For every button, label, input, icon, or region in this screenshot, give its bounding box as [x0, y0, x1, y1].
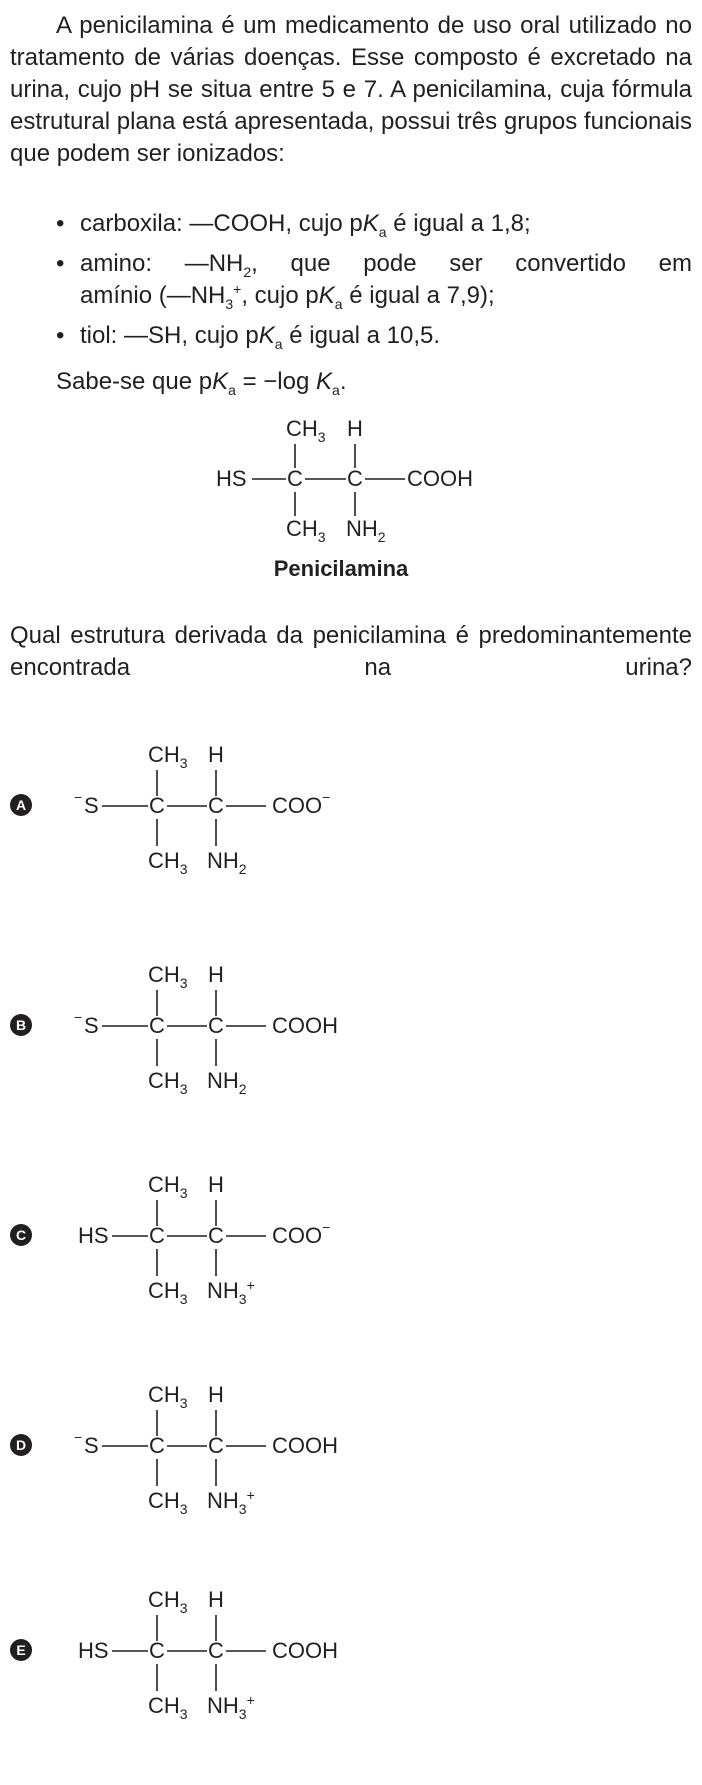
top-hydrogen: H — [208, 742, 224, 767]
carbon-1: C — [149, 1223, 165, 1248]
bottom-methyl: CH3 — [286, 516, 326, 545]
top-methyl: CH3 — [148, 1382, 188, 1411]
list-item-amino: • amino: —NH2, que pode ser convertido e… — [56, 250, 692, 312]
option-letter: C — [16, 1227, 26, 1243]
bullet-icon: • — [56, 250, 65, 277]
amino-group: NH3+ — [207, 1487, 255, 1517]
amino-group: NH3+ — [207, 1277, 255, 1307]
intro-text: A penicilamina é um medicamento de uso o… — [10, 12, 692, 167]
top-hydrogen: H — [208, 1172, 224, 1197]
bottom-methyl: CH3 — [148, 1068, 188, 1097]
thiol-group: HS — [216, 466, 247, 491]
option-letter: A — [16, 797, 26, 813]
thiol-group: S — [84, 1013, 99, 1038]
option-letter: D — [16, 1437, 26, 1453]
top-methyl: CH3 — [148, 1172, 188, 1201]
top-methyl: CH3 — [286, 416, 326, 445]
list-item-carboxyl: • carboxila: —COOH, cujo pKa é igual a 1… — [56, 210, 531, 240]
top-methyl: CH3 — [148, 962, 188, 991]
carboxyl-group: COOH — [272, 1638, 338, 1663]
carbon-1: C — [149, 1013, 165, 1038]
amino-line-1: amino: —NH2, que pode ser convertido em — [80, 250, 692, 280]
bottom-methyl: CH3 — [148, 1278, 188, 1307]
carbon-2: C — [208, 1638, 224, 1663]
carbon-2: C — [208, 1433, 224, 1458]
list-item-thiol: • tiol: —SH, cujo pKa é igual a 10,5. — [56, 322, 440, 352]
thiolate-charge: − — [74, 1009, 82, 1025]
carbon-1: C — [287, 466, 303, 491]
thiolate-charge: − — [74, 789, 82, 805]
option-letter-badge[interactable] — [10, 1434, 32, 1456]
structure-caption: Penicilamina — [274, 556, 409, 581]
intro-paragraph: A penicilamina é um medicamento de uso o… — [10, 10, 692, 170]
carbon-1: C — [149, 793, 165, 818]
top-hydrogen: H — [208, 1382, 224, 1407]
option-letter-badge[interactable] — [10, 1014, 32, 1036]
question-line: Qual estrutura derivada da penicilamina … — [10, 622, 692, 681]
option-letter: B — [16, 1017, 26, 1033]
carboxyl-group: COOH — [272, 1013, 338, 1038]
carboxyl-group: COO− — [272, 789, 330, 818]
carbon-1: C — [149, 1433, 165, 1458]
top-hydrogen: H — [347, 416, 363, 441]
amino-group: NH2 — [207, 848, 247, 877]
thiol-group: HS — [78, 1638, 109, 1663]
option-letter-badge[interactable] — [10, 794, 32, 816]
amino-group: NH2 — [207, 1068, 247, 1097]
carbon-2: C — [208, 793, 224, 818]
carbon-1: C — [149, 1638, 165, 1663]
bottom-methyl: CH3 — [148, 848, 188, 877]
carboxyl-group: COOH — [272, 1433, 338, 1458]
top-hydrogen: H — [208, 962, 224, 987]
carboxyl-group: COO− — [272, 1219, 330, 1248]
amino-group: NH2 — [346, 516, 386, 545]
thiol-group: HS — [78, 1223, 109, 1248]
option-letter-badge[interactable] — [10, 1224, 32, 1246]
option-letter: E — [16, 1642, 25, 1658]
thiol-group: S — [84, 1433, 99, 1458]
bottom-methyl: CH3 — [148, 1488, 188, 1517]
carbon-2: C — [208, 1223, 224, 1248]
thiol-group: S — [84, 793, 99, 818]
penicillamine-structure: CH3 H HS C C COOH CH3 NH2 Penicilamina — [216, 416, 473, 581]
bullet-icon: • — [56, 210, 65, 237]
pka-definition: Sabe-se que pKa = −log Ka. — [56, 368, 347, 398]
top-hydrogen: H — [208, 1587, 224, 1612]
bottom-methyl: CH3 — [148, 1693, 188, 1722]
thiolate-charge: − — [74, 1429, 82, 1445]
question-text: Qual estrutura derivada da penicilamina … — [10, 620, 692, 684]
option-letter-badge[interactable] — [10, 1639, 32, 1661]
carboxyl-group: COOH — [407, 466, 473, 491]
carbon-2: C — [208, 1013, 224, 1038]
carbon-2: C — [347, 466, 363, 491]
top-methyl: CH3 — [148, 1587, 188, 1616]
bullet-icon: • — [56, 322, 65, 349]
amino-group: NH3+ — [207, 1692, 255, 1722]
functional-groups-list: • carboxila: —COOH, cujo pKa é igual a 1… — [56, 208, 692, 360]
top-methyl: CH3 — [148, 742, 188, 771]
